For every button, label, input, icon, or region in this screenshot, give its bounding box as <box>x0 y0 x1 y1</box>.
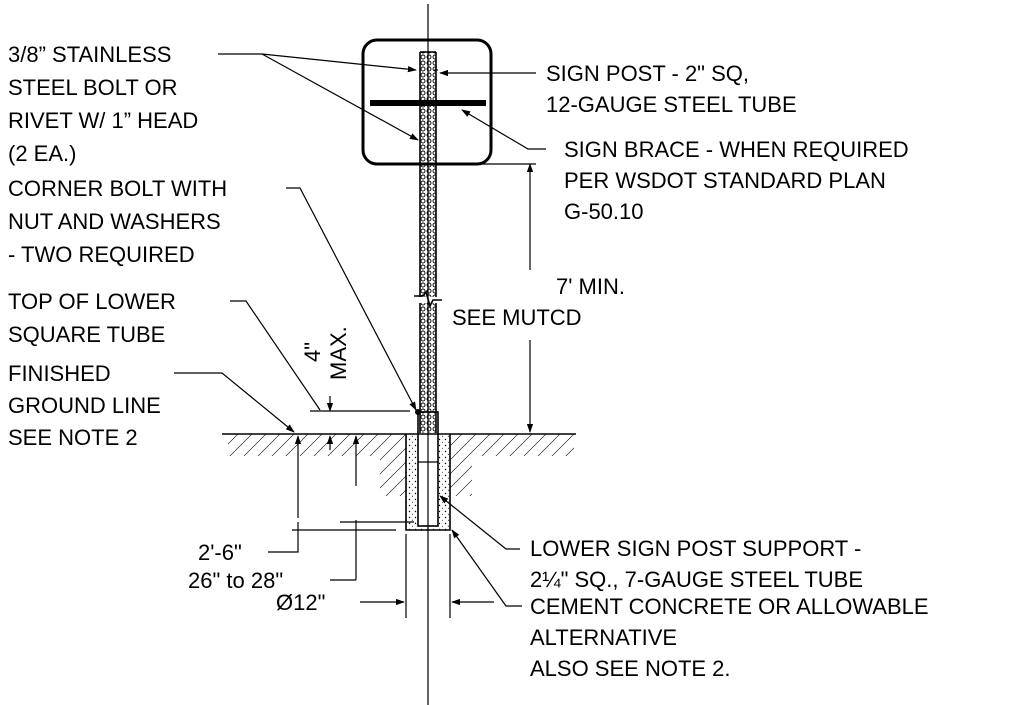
corner-bolt-label-1: CORNER BOLT WITH <box>8 176 227 201</box>
top-lower-label-2: SQUARE TUBE <box>8 322 165 347</box>
concrete-label-2: ALTERNATIVE <box>530 625 677 650</box>
ground-label-1: FINISHED <box>8 361 111 386</box>
ground-line <box>222 433 576 496</box>
concrete-leader <box>451 529 522 607</box>
brace-leader <box>461 109 546 150</box>
bolt-label-4: (2 EA.) <box>8 141 76 166</box>
brace-label-1: SIGN BRACE - WHEN REQUIRED <box>564 137 909 162</box>
lower-support-leader <box>439 495 520 550</box>
max-dim-label-1: 4" <box>300 342 325 362</box>
diameter-label: Ø12" <box>276 590 325 615</box>
corner-bolt-label-3: - TWO REQUIRED <box>8 242 195 267</box>
sign-brace <box>370 100 486 106</box>
bolt-label-1: 3/8” STAINLESS <box>8 42 171 67</box>
concrete-footing <box>405 434 451 531</box>
top-lower-leader <box>230 300 321 411</box>
embed-dimensions <box>268 435 414 581</box>
tube-depth-label: 26" to 28" <box>188 568 283 593</box>
ground-label-3: SEE NOTE 2 <box>8 425 138 450</box>
max-dim-label-2: MAX. <box>326 326 351 380</box>
min-height-label-2: SEE MUTCD <box>452 305 582 330</box>
lower-support-label-1: LOWER SIGN POST SUPPORT - <box>530 536 861 561</box>
min-height-label-1: 7' MIN. <box>556 274 625 299</box>
corner-bolt-label-2: NUT AND WASHERS <box>8 209 221 234</box>
corner-bolt <box>415 409 421 415</box>
break-symbol <box>414 290 442 309</box>
embed-depth-label: 2'-6" <box>198 540 242 565</box>
brace-label-3: G-50.10 <box>564 199 644 224</box>
post-label-2: 12-GAUGE STEEL TUBE <box>546 92 797 117</box>
bolt-leaders <box>218 53 438 141</box>
post-label-1: SIGN POST - 2" SQ, <box>546 61 749 86</box>
sign-post <box>419 51 437 433</box>
concrete-label-1: CEMENT CONCRETE OR ALLOWABLE <box>530 594 929 619</box>
min-height-dimension <box>442 163 536 433</box>
ground-label-2: GROUND LINE <box>8 393 161 418</box>
top-lower-label-1: TOP OF LOWER <box>8 289 176 314</box>
concrete-label-3: ALSO SEE NOTE 2. <box>530 656 731 681</box>
diameter-dimension <box>360 534 494 618</box>
corner-bolt-leader <box>286 187 417 411</box>
bolt-label-2: STEEL BOLT OR <box>8 75 178 100</box>
bolt-label-3: RIVET W/ 1” HEAD <box>8 108 198 133</box>
ground-leader <box>174 372 295 433</box>
lower-support-label-2: 2¼" SQ., 7-GAUGE STEEL TUBE <box>530 567 863 592</box>
brace-label-2: PER WSDOT STANDARD PLAN <box>564 168 886 193</box>
